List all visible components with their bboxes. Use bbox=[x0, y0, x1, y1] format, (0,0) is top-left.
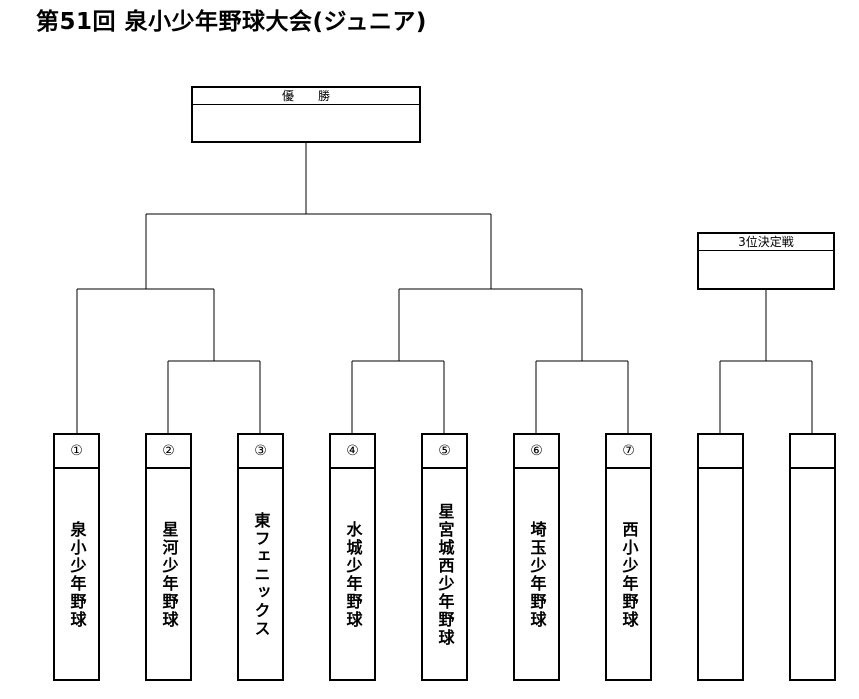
champion-label: 優 勝 bbox=[193, 88, 419, 105]
team-seed: ⑥ bbox=[515, 435, 558, 469]
team-seed: ⑤ bbox=[423, 435, 466, 469]
team-name: 埼玉少年野球 bbox=[527, 521, 547, 629]
team-slot-1: ① 泉小少年野球 bbox=[53, 433, 100, 681]
team-slot-5: ⑤ 星宮城西少年野球 bbox=[421, 433, 468, 681]
team-name: 星宮城西少年野球 bbox=[435, 503, 455, 647]
third-place-label: 3位決定戦 bbox=[699, 234, 833, 251]
team-name: 東フェニックス bbox=[251, 512, 271, 638]
team-seed: ① bbox=[55, 435, 98, 469]
third-place-winner bbox=[699, 251, 833, 288]
team-seed bbox=[699, 435, 742, 469]
champion-winner bbox=[193, 105, 419, 141]
team-name: 水城少年野球 bbox=[343, 521, 363, 629]
team-slot-3: ③ 東フェニックス bbox=[237, 433, 284, 681]
team-slot-third-a bbox=[697, 433, 744, 681]
team-name: 星河少年野球 bbox=[159, 521, 179, 629]
team-seed: ② bbox=[147, 435, 190, 469]
page-title: 第51回 泉小少年野球大会(ジュニア) bbox=[36, 9, 427, 35]
team-seed: ③ bbox=[239, 435, 282, 469]
team-slot-6: ⑥ 埼玉少年野球 bbox=[513, 433, 560, 681]
team-slot-4: ④ 水城少年野球 bbox=[329, 433, 376, 681]
team-name: 泉小少年野球 bbox=[67, 521, 87, 629]
third-place-box: 3位決定戦 bbox=[697, 232, 835, 290]
team-name: 西小少年野球 bbox=[619, 521, 639, 629]
team-slot-7: ⑦ 西小少年野球 bbox=[605, 433, 652, 681]
champion-box: 優 勝 bbox=[191, 86, 421, 143]
team-seed bbox=[791, 435, 834, 469]
team-seed: ④ bbox=[331, 435, 374, 469]
team-seed: ⑦ bbox=[607, 435, 650, 469]
team-slot-2: ② 星河少年野球 bbox=[145, 433, 192, 681]
team-slot-third-b bbox=[789, 433, 836, 681]
